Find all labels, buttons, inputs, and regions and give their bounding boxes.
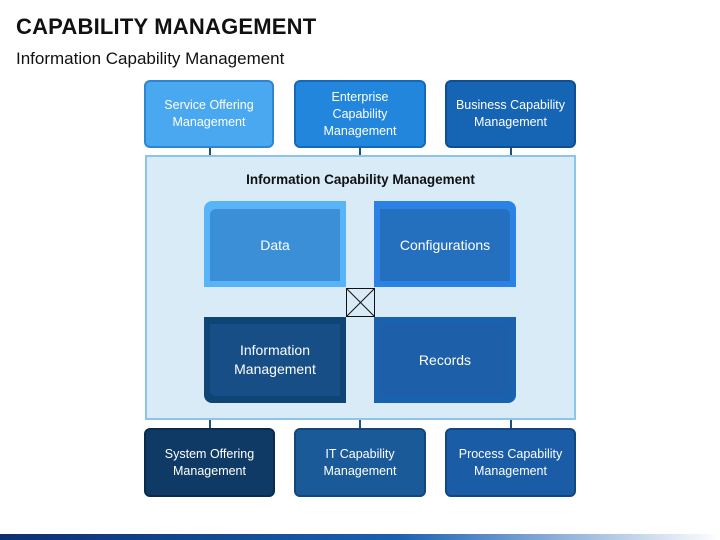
quadrant-label: Records — [418, 351, 472, 368]
box-business-capability-management: Business Capability Management — [445, 80, 576, 148]
connector-top-left — [209, 147, 211, 157]
footer-gradient-bar — [0, 534, 720, 540]
box-label: Enterprise Capability Management — [323, 89, 397, 138]
quadrant-records-inner: Records — [380, 324, 510, 396]
quadrant-configurations-inner: Configurations — [380, 209, 510, 281]
quadrant-data-inner: Data — [210, 209, 340, 281]
connector-top-middle — [359, 147, 361, 157]
box-service-offering-management: Service Offering Management — [144, 80, 274, 148]
page-title: CAPABILITY MANAGEMENT — [16, 14, 317, 39]
quadrant-information-management-inner: Information Management — [210, 324, 340, 396]
box-label: Service Offering Management — [164, 98, 254, 129]
page-subtitle: Information Capability Management — [16, 49, 285, 68]
connector-bottom-left — [209, 418, 211, 430]
box-process-capability-management: Process Capability Management — [445, 428, 576, 497]
box-label: Business Capability Management — [455, 98, 566, 129]
panel-title: Information Capability Management — [246, 172, 475, 187]
connector-top-right — [510, 147, 512, 157]
box-label: System Offering Management — [164, 446, 255, 478]
quadrant-label: Configurations — [399, 236, 491, 253]
connector-bottom-middle — [359, 418, 361, 430]
crossed-box-icon — [346, 288, 375, 317]
box-label: Process Capability Management — [458, 446, 563, 478]
connector-bottom-right — [510, 418, 512, 430]
box-it-capability-management: IT Capability Management — [294, 428, 426, 497]
box-system-offering-management: System Offering Management — [144, 428, 275, 497]
quadrant-label: Data — [260, 236, 290, 253]
box-label: IT Capability Management — [323, 446, 397, 478]
quadrant-label: Information Management — [234, 342, 316, 377]
box-enterprise-capability-management: Enterprise Capability Management — [294, 80, 426, 148]
